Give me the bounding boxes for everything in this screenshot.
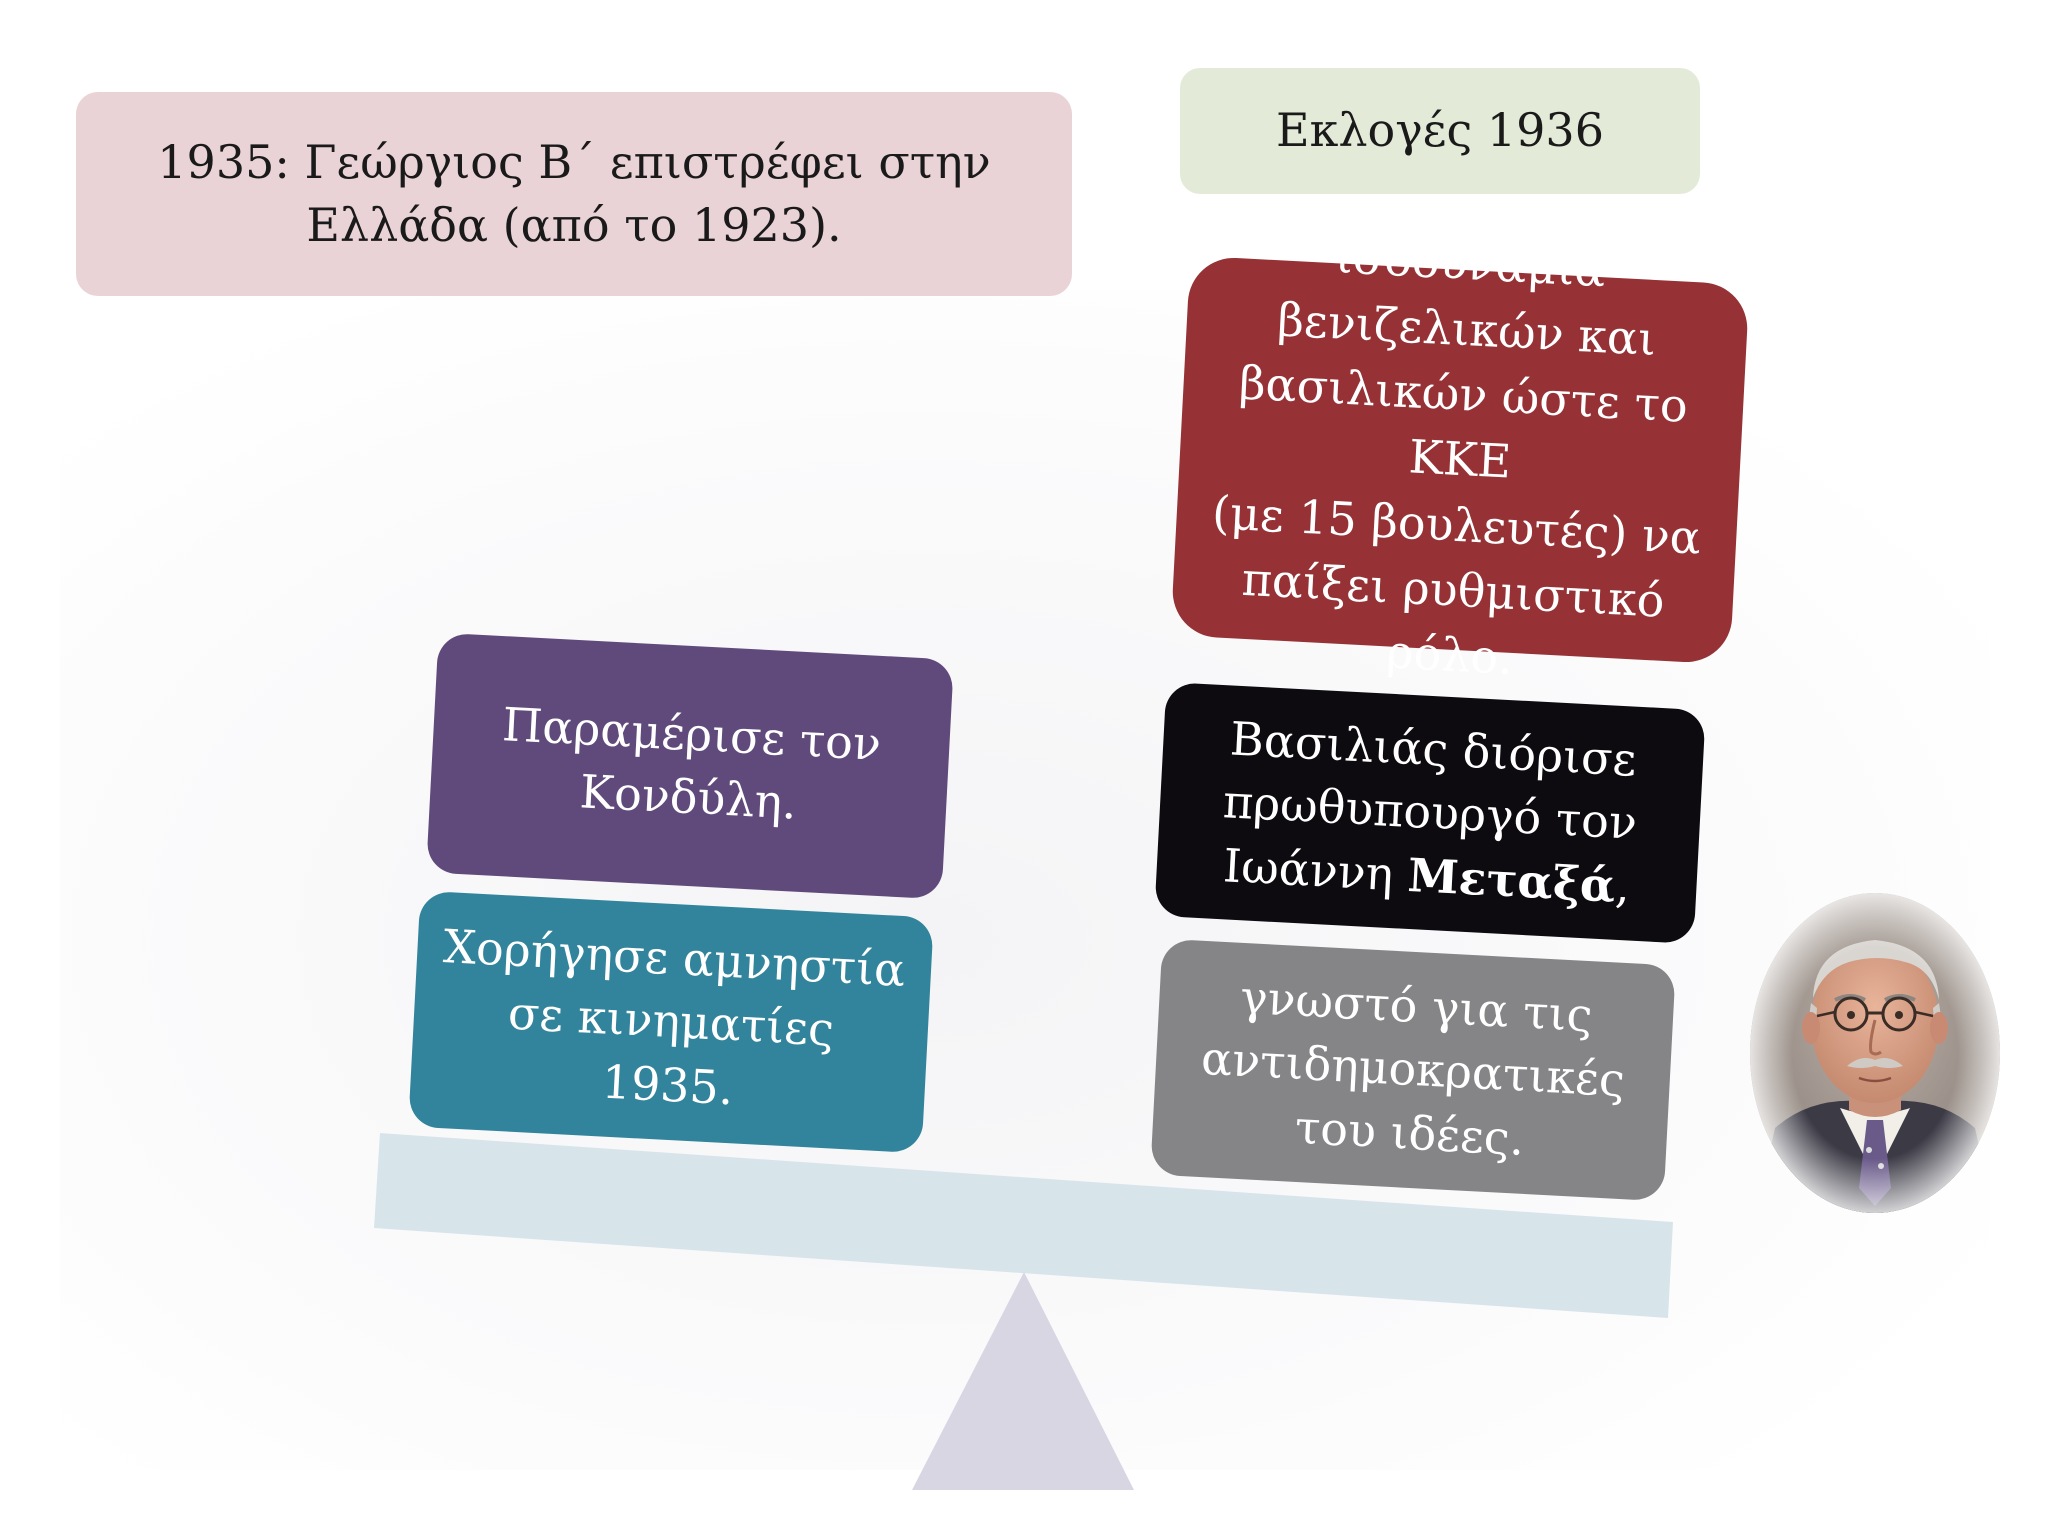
metaxas-box: Βασιλιάς διόρισε πρωθυπουργό τον Ιωάννη … <box>1154 682 1706 944</box>
ideas-box: γνωστό για τις αντιδημοκρατικές του ιδέε… <box>1150 938 1676 1202</box>
kondylis-box: Παραμέρισε τον Κονδύλη. <box>426 632 954 900</box>
elections-label: Εκλογές 1936 <box>1276 103 1604 158</box>
amnesty-box: Χορήγησε αμνηστία σε κινηματίες 1935. <box>408 890 934 1154</box>
metaxas-line-3-suffix: , <box>1614 858 1632 914</box>
context-line-2: Ελλάδα (από το 1923). <box>306 198 842 252</box>
portrait-image <box>1750 893 2000 1213</box>
context-line-1: 1935: Γεώργιος Β΄ επιστρέφει στην <box>157 134 991 189</box>
metaxas-name: Μεταξά <box>1406 847 1617 913</box>
context-box: 1935: Γεώργιος Β΄ επιστρέφει στην Ελλάδα… <box>76 92 1072 296</box>
elections-box: Εκλογές 1936 <box>1180 68 1700 194</box>
amnesty-line-2: σε κινηματίες 1935. <box>506 985 836 1116</box>
seesaw-fulcrum <box>912 1272 1134 1490</box>
metaxas-line-3-prefix: Ιωάννη <box>1221 838 1410 902</box>
balance-box: ισοδυναμία βενιζελικών και βασιλικών ώστ… <box>1170 230 1750 685</box>
